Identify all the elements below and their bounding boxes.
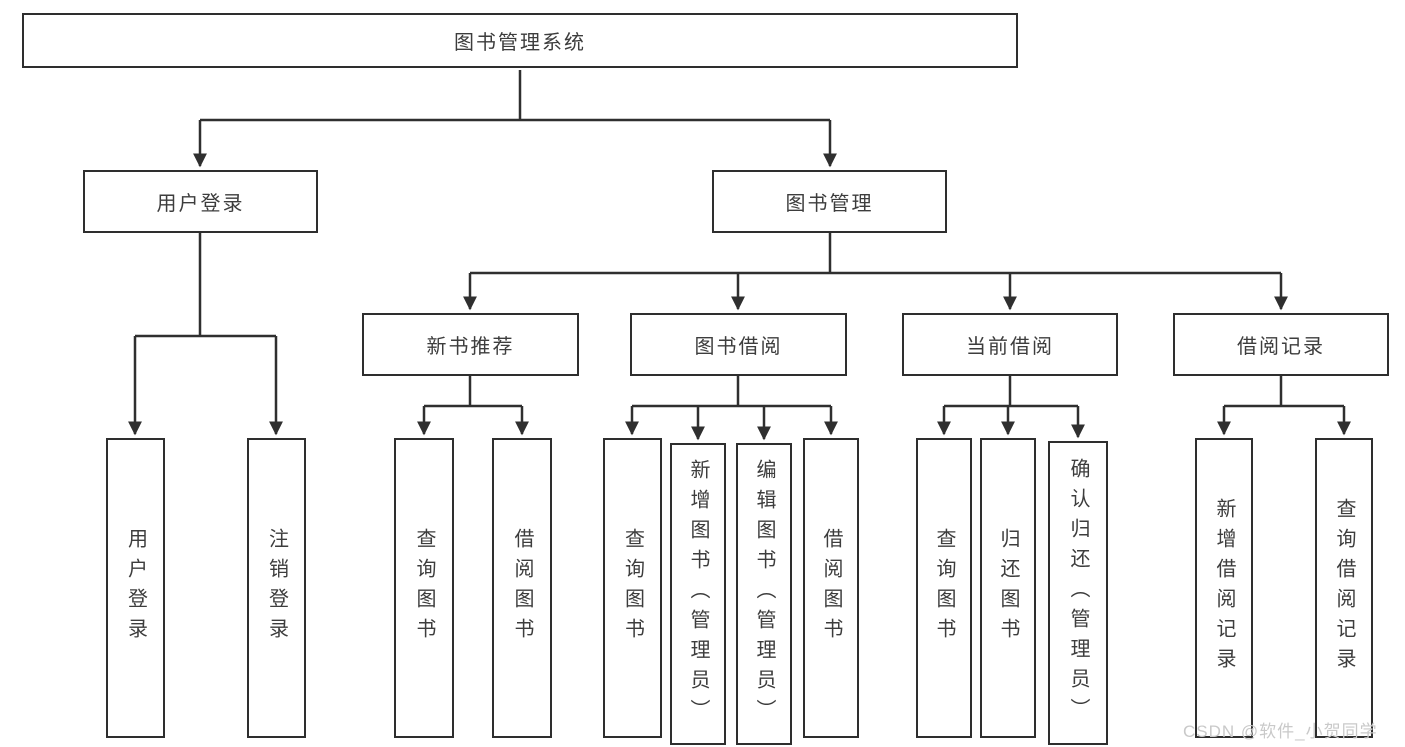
node-label: 图书管理系统 [454,32,586,54]
node-book-management: 图书管理 [712,170,947,233]
leaf-add-books-admin: 新增图书（管理员） [670,443,726,745]
leaf-label: 查询借阅记录 [1333,498,1355,678]
leaf-label: 新增图书（管理员） [687,459,709,729]
leaf-label: 查询图书 [933,528,955,648]
node-label: 图书借阅 [694,336,783,358]
leaf-label: 用户登录 [124,528,147,648]
leaf-label: 借阅图书 [820,528,842,648]
node-borrowing-records: 借阅记录 [1173,313,1389,376]
leaf-label: 注销登录 [265,528,288,648]
leaf-label: 查询图书 [413,528,435,648]
leaf-label: 新增借阅记录 [1213,498,1235,678]
node-current-borrowing: 当前借阅 [902,313,1118,376]
node-label: 借阅记录 [1237,336,1325,358]
node-new-book-recommendation: 新书推荐 [362,313,579,376]
leaf-query-books: 查询图书 [603,438,662,738]
leaf-logout: 注销登录 [247,438,306,738]
leaf-return-books: 归还图书 [980,438,1036,738]
leaf-label: 借阅图书 [511,528,533,648]
leaf-label: 归还图书 [997,528,1019,648]
leaf-borrow-books: 借阅图书 [492,438,552,738]
leaf-label: 确认归还（管理员） [1067,458,1089,728]
leaf-edit-books-admin: 编辑图书（管理员） [736,443,792,745]
csdn-watermark: CSDN @软件_小贺同学 [1183,722,1378,741]
leaf-confirm-return-admin: 确认归还（管理员） [1048,441,1108,745]
node-label: 图书管理 [785,193,874,215]
node-library-management-system: 图书管理系统 [22,13,1018,68]
node-label: 新书推荐 [426,336,515,358]
leaf-add-borrow-record: 新增借阅记录 [1195,438,1253,738]
node-book-borrowing: 图书借阅 [630,313,847,376]
node-label: 用户登录 [156,193,245,215]
leaf-query-books: 查询图书 [916,438,972,738]
leaf-query-books: 查询图书 [394,438,454,738]
leaf-label: 查询图书 [621,528,644,648]
node-label: 当前借阅 [966,336,1054,358]
leaf-borrow-books: 借阅图书 [803,438,859,738]
node-user-login: 用户登录 [83,170,318,233]
leaf-query-borrow-record: 查询借阅记录 [1315,438,1373,738]
leaf-user-login: 用户登录 [106,438,165,738]
leaf-label: 编辑图书（管理员） [753,459,775,729]
